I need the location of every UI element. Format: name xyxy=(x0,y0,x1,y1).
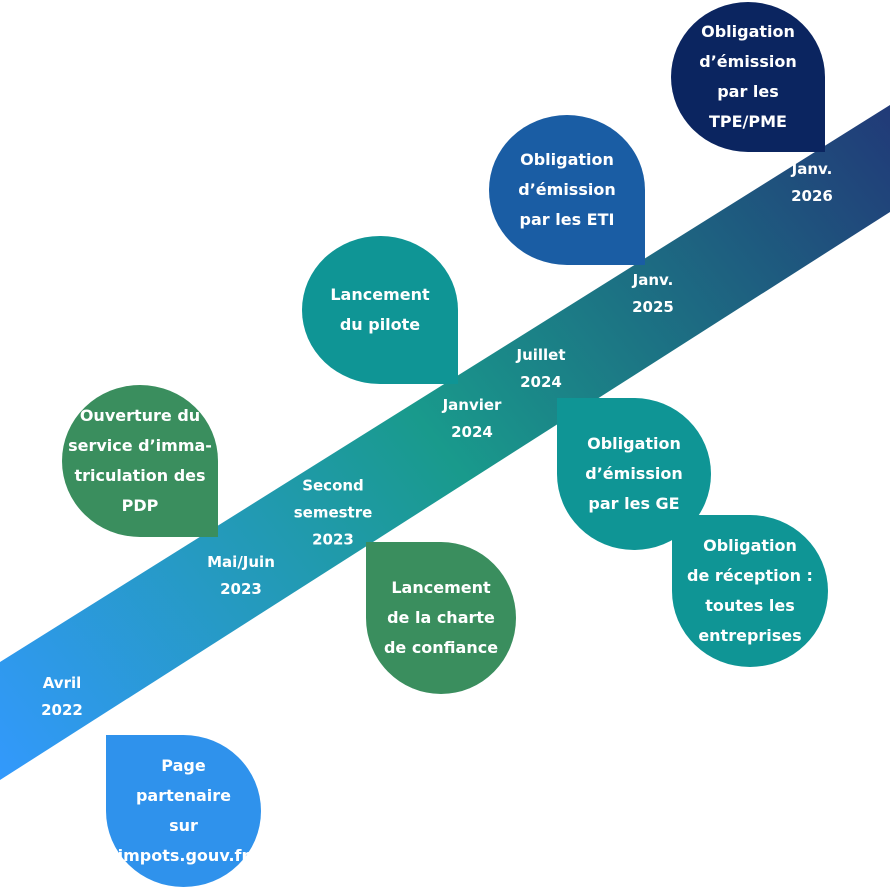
milestone-line: de confiance xyxy=(383,638,499,657)
date-line: Janv. xyxy=(791,160,833,178)
milestone-ouverture-service: Ouverture du service d’imma- triculation… xyxy=(62,385,218,537)
milestone-obligation-eti: Obligation d’émission par les ETI xyxy=(489,115,645,265)
milestone-line: par les xyxy=(717,82,779,101)
milestone-line: Obligation xyxy=(703,536,797,555)
milestone-line: PDP xyxy=(121,496,159,515)
date-avril-2022: Avril 2022 xyxy=(41,670,83,724)
milestone-line: toutes les xyxy=(705,596,795,615)
milestone-label: Ouverture du service d’imma- triculation… xyxy=(68,401,212,521)
milestone-line: Ouverture du xyxy=(79,406,201,425)
date-line: 2025 xyxy=(632,298,674,316)
milestone-line: d’émission xyxy=(585,464,683,483)
milestone-line: de réception : xyxy=(687,566,813,585)
milestone-label: Page partenaire sur impots.gouv.fr xyxy=(118,751,250,871)
milestone-lancement-pilote: Lancement du pilote xyxy=(302,236,458,384)
milestone-line: service d’imma- xyxy=(68,436,212,455)
date-line: semestre xyxy=(293,503,373,522)
milestone-line: Obligation xyxy=(587,434,681,453)
milestone-label: Obligation de réception : toutes les ent… xyxy=(687,531,813,651)
milestone-line: sur xyxy=(169,816,198,835)
date-janv-2025: Janv. 2025 xyxy=(632,267,674,321)
date-juillet-2024: Juillet 2024 xyxy=(516,342,565,396)
date-line: Second xyxy=(302,476,364,495)
date-line: 2023 xyxy=(220,580,262,598)
milestone-line: triculation des xyxy=(74,466,206,485)
milestone-page-partenaire: Page partenaire sur impots.gouv.fr xyxy=(106,735,261,887)
milestone-line: impots.gouv.fr xyxy=(117,846,250,865)
milestone-label: Obligation d’émission par les TPE/PME xyxy=(699,17,796,137)
date-line: Juillet xyxy=(516,346,566,364)
milestone-label: Lancement du pilote xyxy=(330,280,429,340)
milestone-line: Lancement xyxy=(391,578,491,597)
date-line: Avril xyxy=(42,674,82,692)
milestone-charte-confiance: Lancement de la charte de confiance xyxy=(366,542,516,694)
milestone-line: d’émission xyxy=(699,52,797,71)
date-line: Mai/Juin xyxy=(207,553,275,571)
milestone-line: Obligation xyxy=(701,22,795,41)
milestone-label: Lancement de la charte de confiance xyxy=(384,573,498,663)
date-line: 2024 xyxy=(451,423,493,441)
milestone-line: du pilote xyxy=(339,315,421,334)
milestone-line: de la charte xyxy=(387,608,495,627)
timeline-arrow-band xyxy=(0,105,890,780)
date-second-semestre-2023: Second semestre 2023 xyxy=(294,473,373,554)
milestone-label: Obligation d’émission par les ETI xyxy=(518,145,615,235)
milestone-obligation-tpe-pme: Obligation d’émission par les TPE/PME xyxy=(671,2,825,152)
milestone-line: Page xyxy=(161,756,206,775)
milestone-line: TPE/PME xyxy=(708,112,787,131)
date-line: 2024 xyxy=(520,373,562,391)
milestone-line: par les GE xyxy=(588,494,680,513)
date-janv-2026: Janv. 2026 xyxy=(791,156,833,210)
date-line: Janvier xyxy=(442,396,502,414)
date-line: Janv. xyxy=(632,271,674,289)
date-mai-juin-2023: Mai/Juin 2023 xyxy=(207,549,275,603)
milestone-line: entreprises xyxy=(698,626,802,645)
milestone-label: Obligation d’émission par les GE xyxy=(585,429,682,519)
milestone-line: Lancement xyxy=(330,285,430,304)
date-janvier-2024: Janvier 2024 xyxy=(443,392,502,446)
milestone-line: partenaire xyxy=(135,786,232,805)
date-line: 2022 xyxy=(41,701,83,719)
milestone-obligation-reception: Obligation de réception : toutes les ent… xyxy=(672,515,828,667)
milestone-line: d’émission xyxy=(518,180,616,199)
date-line: 2026 xyxy=(791,187,833,205)
milestone-line: Obligation xyxy=(520,150,614,169)
date-line: 2023 xyxy=(312,530,354,549)
milestone-line: par les ETI xyxy=(519,210,615,229)
